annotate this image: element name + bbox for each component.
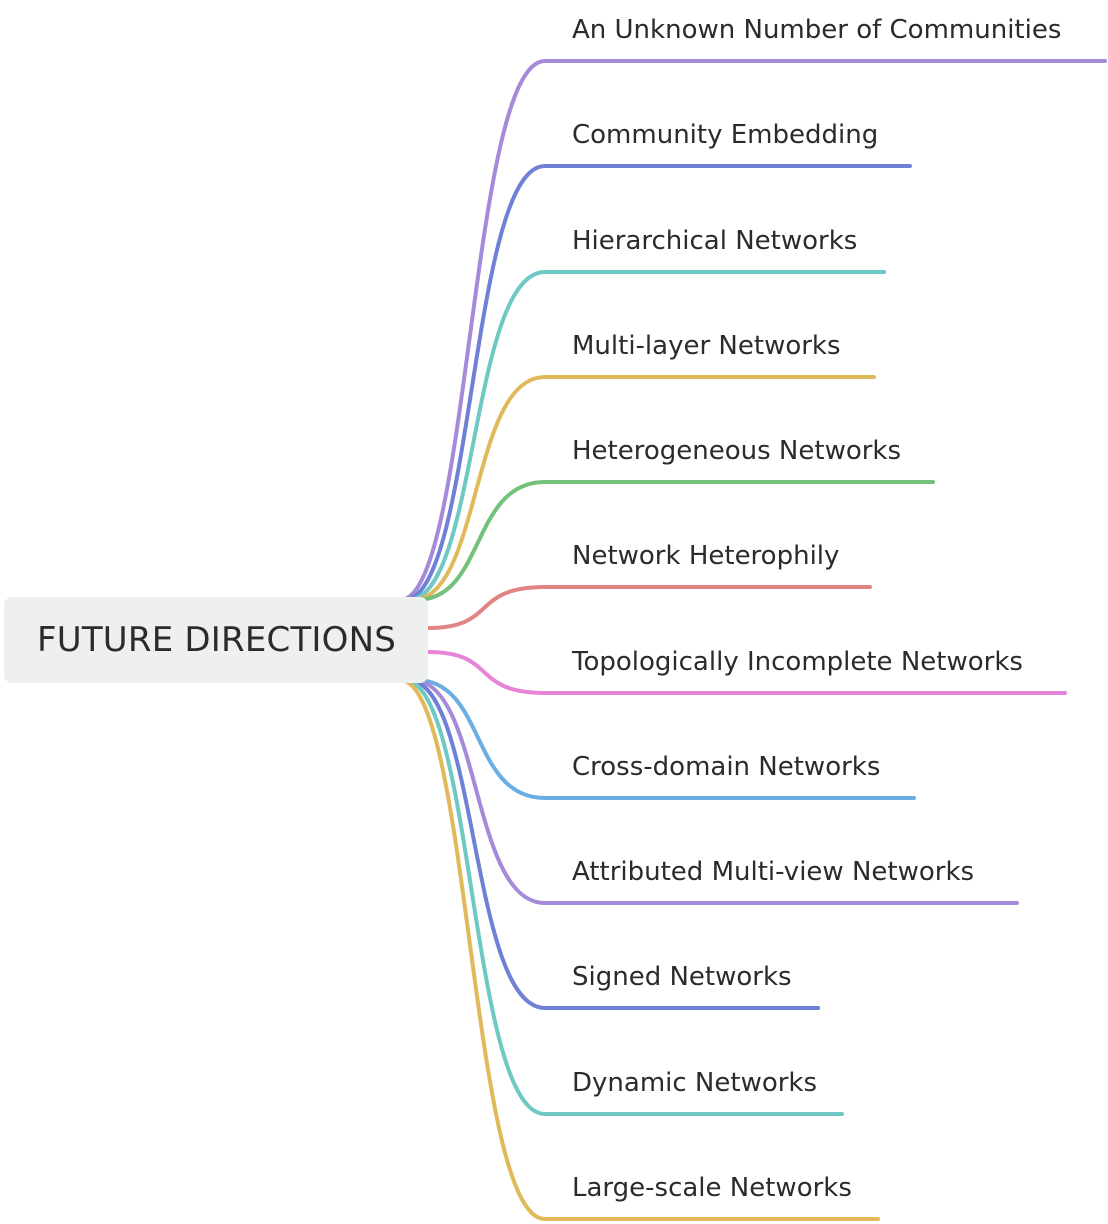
- root-label: FUTURE DIRECTIONS: [37, 620, 397, 660]
- branch-connector: [414, 678, 916, 800]
- branch-label-large-scale-networks[interactable]: Large-scale Networks: [572, 1173, 852, 1203]
- branch-connector: [426, 650, 1067, 695]
- branch-label-dynamic-networks[interactable]: Dynamic Networks: [572, 1068, 818, 1098]
- branch-label-attributed-multi-view-networks[interactable]: Attributed Multi-view Networks: [572, 857, 975, 887]
- branch-label-heterogeneous-networks[interactable]: Heterogeneous Networks: [572, 436, 902, 466]
- branch-connector: [398, 678, 880, 1221]
- branch-connector: [398, 59, 1107, 602]
- branch-label-network-heterophily[interactable]: Network Heterophily: [572, 541, 840, 571]
- branch-connector: [406, 270, 886, 602]
- branch-label-unknown-communities[interactable]: An Unknown Number of Communities: [572, 15, 1062, 45]
- branch-connector: [414, 480, 935, 602]
- branch-connector: [402, 164, 912, 602]
- branch-label-cross-domain-networks[interactable]: Cross-domain Networks: [572, 752, 881, 782]
- branch-label-hierarchical-networks[interactable]: Hierarchical Networks: [572, 226, 858, 256]
- branch-connector: [410, 678, 1019, 905]
- branch-connector: [410, 375, 876, 602]
- branch-label-community-embedding[interactable]: Community Embedding: [572, 120, 879, 150]
- branch-label-signed-networks[interactable]: Signed Networks: [572, 962, 792, 992]
- root-node[interactable]: FUTURE DIRECTIONS: [4, 597, 428, 683]
- branch-connector: [406, 678, 820, 1010]
- branch-label-multi-layer-networks[interactable]: Multi-layer Networks: [572, 331, 841, 361]
- branch-connector: [426, 585, 872, 630]
- branch-connector: [402, 678, 844, 1116]
- branch-label-topologically-incomplete-networks[interactable]: Topologically Incomplete Networks: [572, 647, 1023, 677]
